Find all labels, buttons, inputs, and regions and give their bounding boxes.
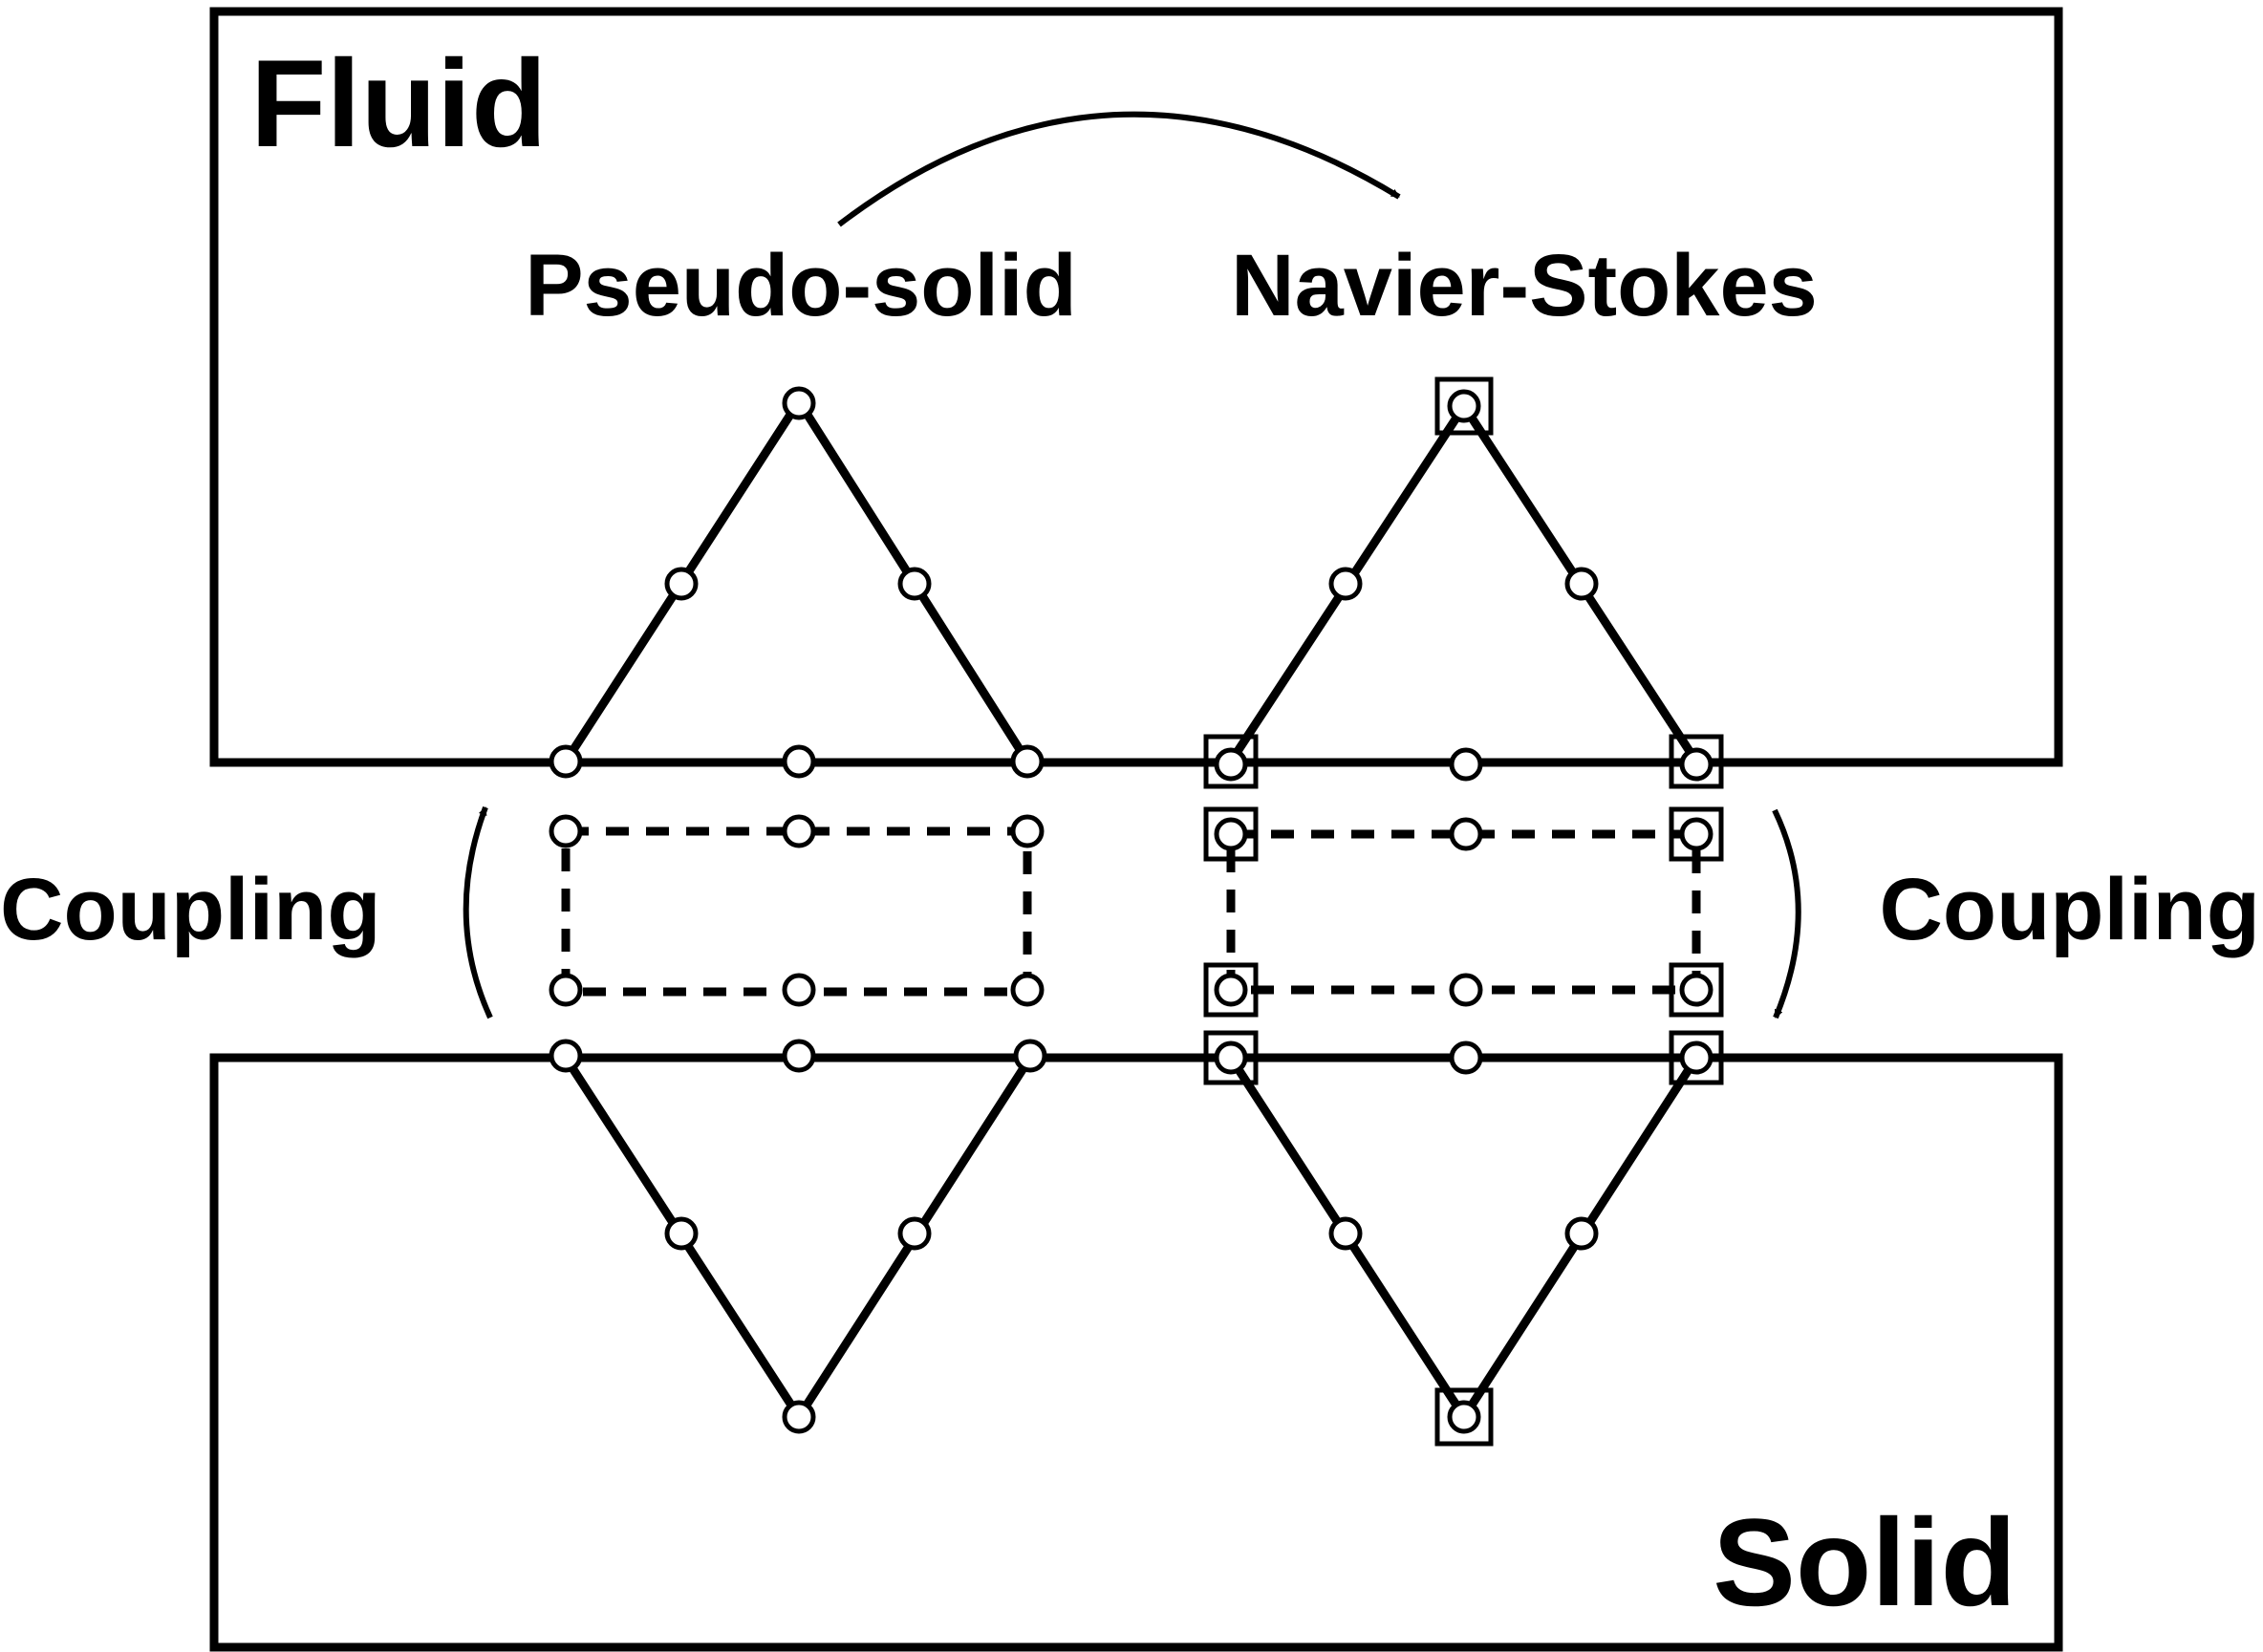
node-circle-icon — [1449, 817, 1483, 851]
solid-label: Solid — [1713, 1492, 2016, 1632]
node-circle-icon — [1214, 973, 1248, 1007]
coupling-left-label: Coupling — [0, 861, 381, 958]
coupling-right-label: Coupling — [1879, 861, 2260, 958]
node-circle-icon — [1214, 817, 1248, 851]
pressure-square-icon — [1203, 1030, 1259, 1085]
right-coupling-arrow — [1772, 808, 1801, 1019]
node-circle-icon — [1214, 747, 1248, 782]
pressure-square-icon — [1669, 734, 1724, 789]
node-circle-icon — [1449, 747, 1483, 782]
pressure-square-icon — [1669, 1030, 1724, 1085]
pseudo-solid-node-markers — [549, 386, 1047, 1434]
node-circle-icon — [1214, 1041, 1248, 1075]
pseudo-solid-label: Pseudo-solid — [525, 237, 1077, 334]
node-circle-icon — [782, 744, 816, 779]
solid-domain-box — [209, 1053, 2063, 1652]
top-curved-arrow — [837, 111, 1401, 227]
node-circle-icon — [664, 567, 699, 601]
pseudo-solid-element — [549, 386, 1047, 1434]
navier-stokes-pressure-markers — [1203, 376, 1724, 1447]
node-circle-icon — [782, 386, 816, 420]
pressure-square-icon — [1203, 806, 1259, 862]
node-circle-icon — [1010, 973, 1045, 1007]
pressure-square-icon — [1203, 734, 1259, 789]
node-circle-icon — [782, 814, 816, 848]
node-circle-icon — [782, 1039, 816, 1073]
pressure-square-icon — [1203, 962, 1259, 1018]
navier-stokes-interface-element — [1226, 829, 1701, 995]
pseudo-solid-upper-triangle — [562, 393, 1031, 764]
node-circle-icon — [1679, 973, 1713, 1007]
node-circle-icon — [1679, 817, 1713, 851]
pseudo-solid-lower-triangle — [562, 1055, 1034, 1426]
fluid-domain-box — [209, 7, 2063, 767]
node-circle-icon — [1328, 567, 1363, 601]
node-circle-icon — [549, 1039, 583, 1073]
node-circle-icon — [782, 1400, 816, 1434]
navier-stokes-upper-triangle — [1227, 397, 1700, 764]
fluid-label: Fluid — [250, 33, 547, 173]
navier-stokes-label: Navier-Stokes — [1231, 237, 1818, 334]
node-circle-icon — [549, 744, 583, 779]
node-circle-icon — [897, 567, 932, 601]
node-circle-icon — [1564, 567, 1599, 601]
left-coupling-arrow — [463, 805, 493, 1019]
node-circle-icon — [664, 1216, 699, 1251]
arrows — [463, 111, 1801, 1019]
node-circle-icon — [1449, 1041, 1483, 1075]
node-circle-icon — [549, 973, 583, 1007]
navier-stokes-node-markers — [1214, 389, 1713, 1434]
node-circle-icon — [897, 1216, 932, 1251]
pressure-square-icon — [1434, 1387, 1494, 1447]
node-circle-icon — [549, 814, 583, 848]
node-circle-icon — [1013, 1039, 1047, 1073]
node-circle-icon — [1447, 389, 1481, 423]
pressure-square-icon — [1434, 376, 1494, 436]
node-circle-icon — [1328, 1216, 1363, 1251]
node-circle-icon — [1679, 1041, 1713, 1075]
node-circle-icon — [1447, 1400, 1481, 1434]
node-circle-icon — [782, 973, 816, 1007]
node-circle-icon — [1010, 814, 1045, 848]
pressure-square-icon — [1669, 962, 1724, 1018]
navier-stokes-lower-triangle — [1227, 1055, 1700, 1426]
navier-stokes-element — [1203, 376, 1724, 1447]
pseudo-solid-interface-element — [561, 826, 1032, 997]
node-circle-icon — [1010, 744, 1045, 779]
pressure-square-icon — [1669, 806, 1724, 862]
node-circle-icon — [1449, 973, 1483, 1007]
node-circle-icon — [1679, 747, 1713, 782]
node-circle-icon — [1564, 1216, 1599, 1251]
